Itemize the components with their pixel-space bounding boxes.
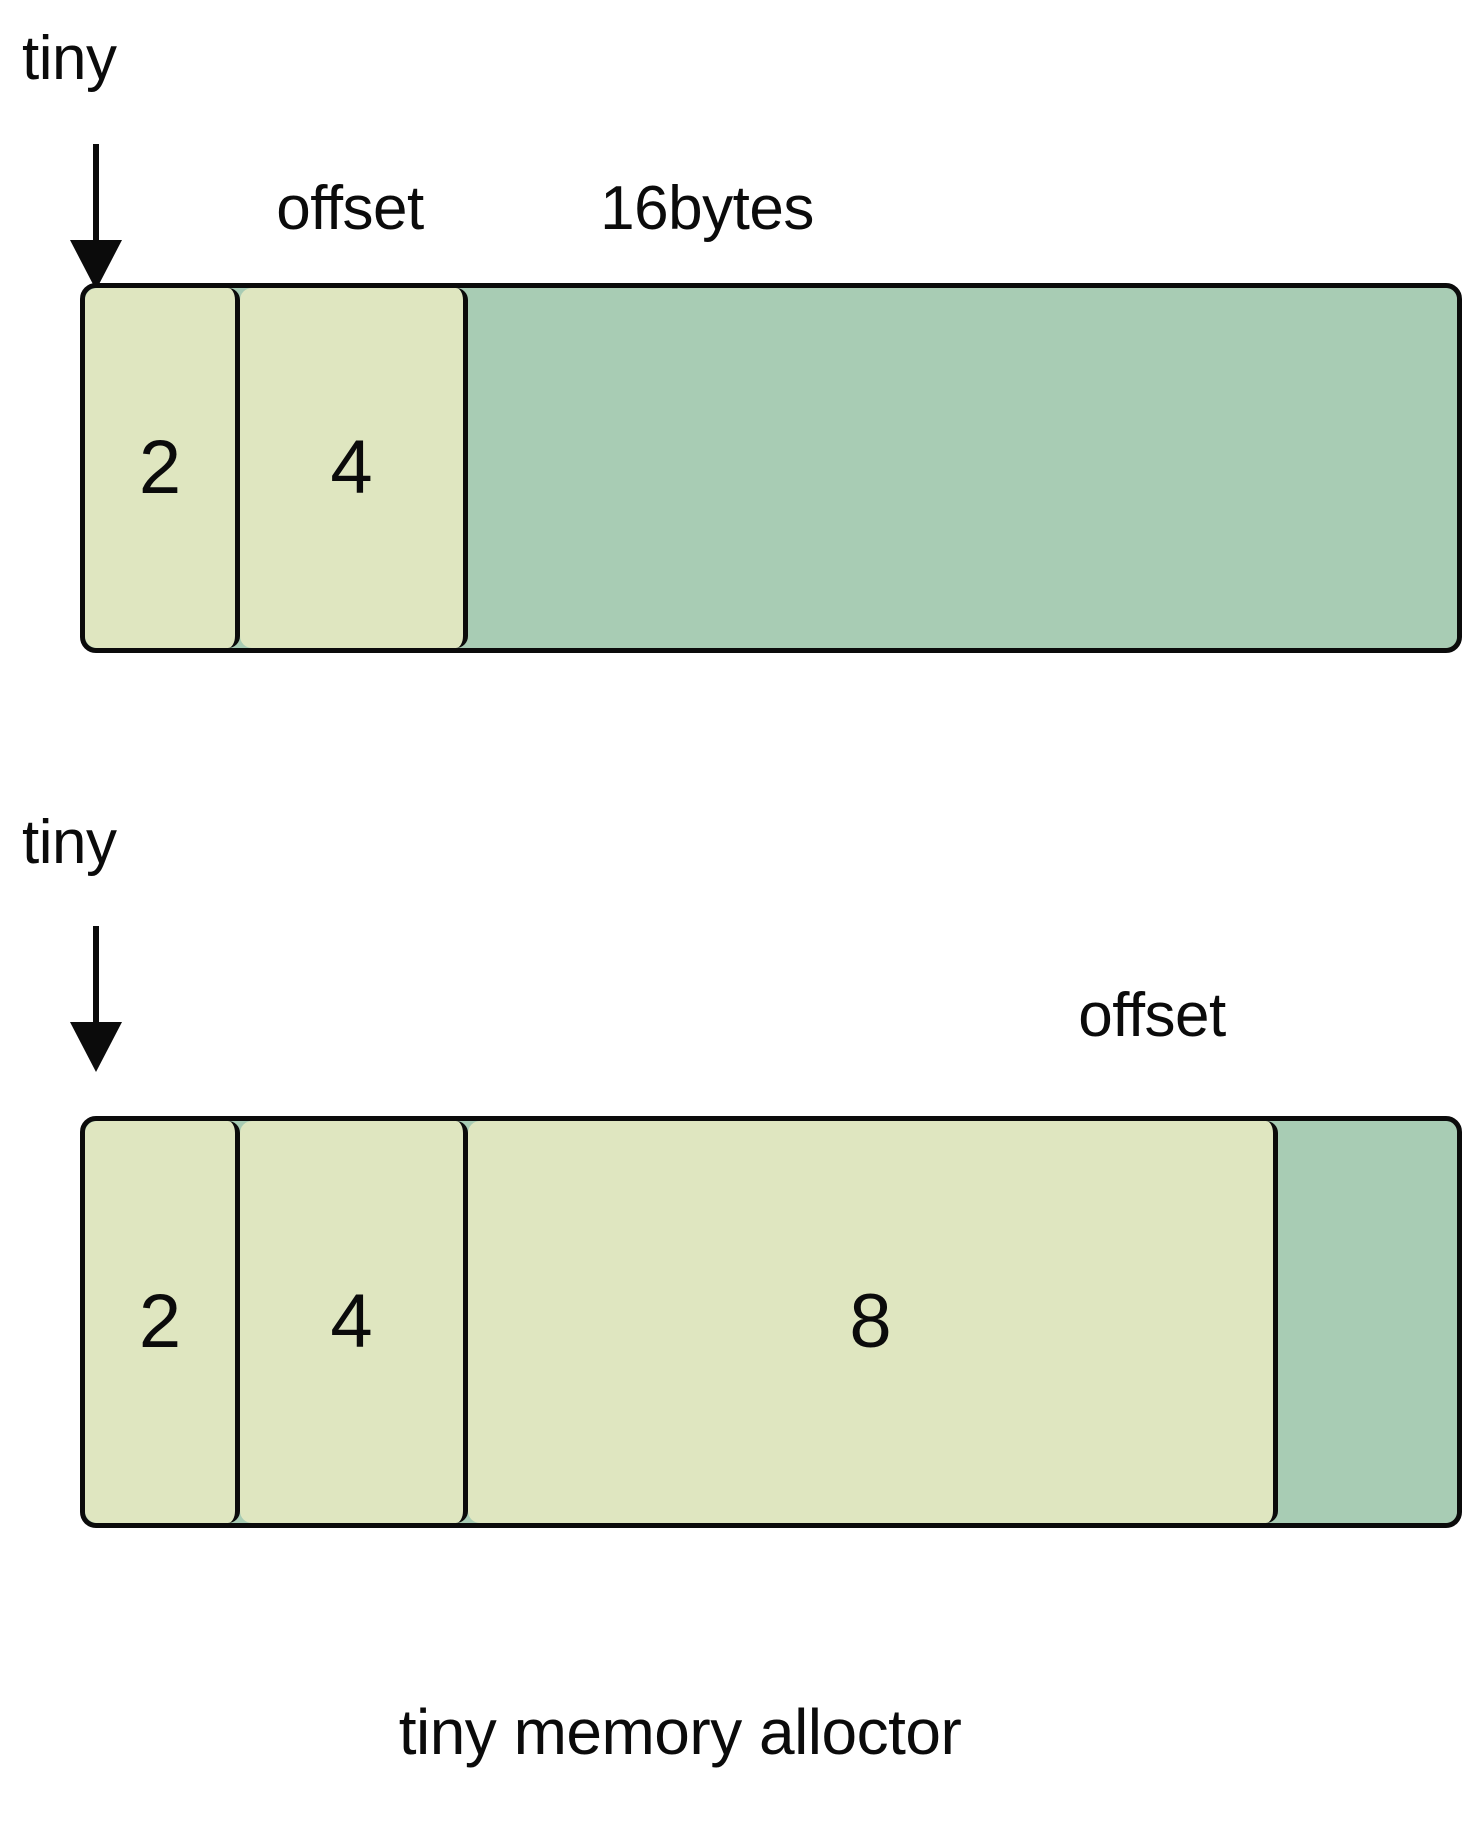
memory-cell-row1-free[interactable] [468, 288, 1457, 648]
memory-cell-row2-0[interactable]: 2 [85, 1121, 240, 1523]
memory-bar-row2: 2 4 8 [80, 1116, 1462, 1528]
memory-cell-row1-1[interactable]: 4 [240, 288, 468, 648]
pointer-label-tiny-row1: tiny [22, 24, 117, 93]
memory-cell-row1-0[interactable]: 2 [85, 288, 240, 648]
annotation-offset-row2: offset [1078, 981, 1226, 1050]
pointer-label-tiny-row2: tiny [22, 808, 117, 877]
memory-cell-label: 4 [330, 1279, 373, 1364]
memory-cell-row2-free[interactable] [1278, 1121, 1457, 1523]
memory-cell-row2-1[interactable]: 4 [240, 1121, 468, 1523]
diagram-caption: tiny memory alloctor [398, 1696, 962, 1768]
memory-cell-label: 4 [330, 425, 373, 510]
annotation-16bytes-row1: 16bytes [600, 174, 814, 243]
memory-cell-row2-2[interactable]: 8 [468, 1121, 1278, 1523]
down-arrow-icon-row2 [70, 926, 122, 1072]
memory-cell-label: 2 [138, 1279, 182, 1364]
memory-cell-label: 2 [138, 425, 182, 510]
memory-cell-label: 8 [849, 1279, 892, 1364]
annotation-offset-row1: offset [276, 174, 424, 243]
memory-bar-row1: 2 4 [80, 283, 1462, 653]
down-arrow-icon-row1 [70, 144, 122, 290]
